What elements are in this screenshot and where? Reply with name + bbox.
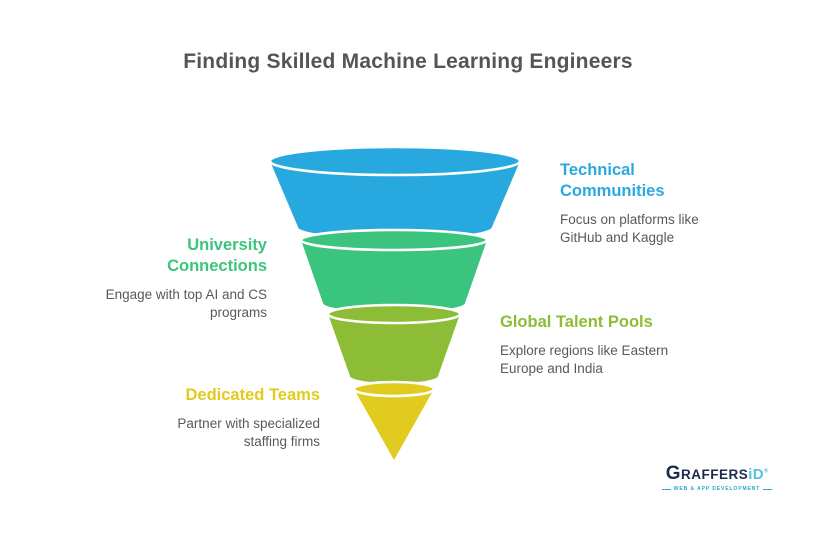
section-heading: Global Talent Pools [500,313,653,331]
funnel-diagram [268,145,522,460]
tagline-left-dash [661,488,671,490]
funnel-segment-dedicated-teams [352,380,436,460]
section-body: Engage with top AI and CS programs [105,287,267,321]
label-technical-communities: Technical Communities Focus on platforms… [560,160,725,248]
funnel-segment-body [270,161,520,238]
label-dedicated-teams: Dedicated Teams Partner with specialized… [155,385,320,452]
logo-brand-text: Graffers [665,463,749,484]
logo-wordmark: GraffersiD® [662,464,772,483]
section-heading: Dedicated Teams [185,386,321,404]
tagline-right-dash [763,488,773,490]
label-university-connections: University Connections Engage with top A… [92,235,267,323]
funnel-segment-rim [326,303,462,325]
section-body: Focus on platforms like GitHub and Kaggl… [560,212,699,246]
section-body: Explore regions like Eastern Europe and … [500,343,669,377]
funnel-segment-body [301,240,487,312]
funnel-segment-university-connections [299,228,489,312]
label-global-talent-pools: Global Talent Pools Explore regions like… [500,312,685,379]
funnel-segment-rim [299,228,489,252]
funnel-segment-technical-communities [268,145,522,238]
graffersid-logo: GraffersiD® WEB & APP DEVELOPMENT [661,464,773,492]
logo-tagline: WEB & APP DEVELOPMENT [661,486,773,492]
funnel-segment-body [328,314,460,383]
section-heading: Technical Communities [560,161,665,201]
tagline-text: WEB & APP DEVELOPMENT [673,486,761,492]
funnel-segment-global-talent-pools [326,303,462,383]
section-body: Partner with specialized staffing firms [177,416,320,450]
registered-trademark-icon: ® [763,468,769,475]
logo-accent-text: iD [748,466,764,483]
page-title: Finding Skilled Machine Learning Enginee… [183,50,633,73]
funnel-segment-body [354,389,434,460]
funnel-segment-rim [352,380,436,398]
section-heading: University Connections [167,236,267,276]
funnel-segment-rim [268,145,522,177]
